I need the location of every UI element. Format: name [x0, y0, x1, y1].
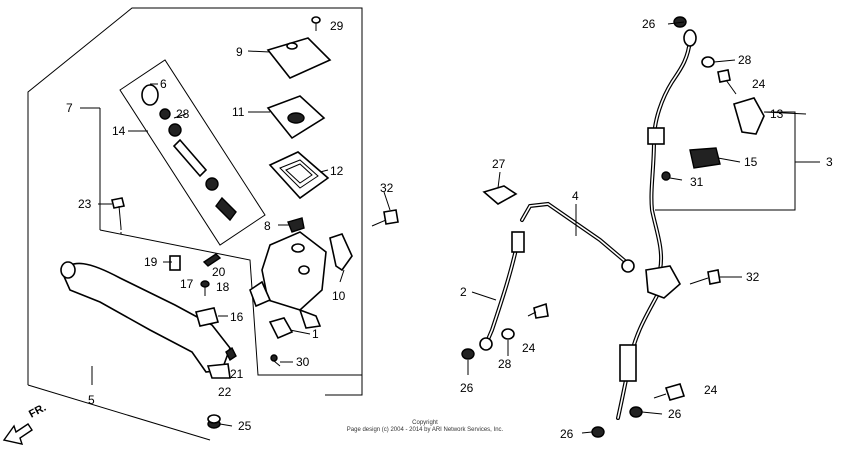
bolt-20 — [202, 253, 222, 267]
label-part-10: 10 — [332, 289, 346, 303]
copyright-line-2: Page design (c) 2004 - 2014 by ARI Netwo… — [346, 427, 504, 433]
label-part-17: 17 — [180, 277, 194, 291]
label-part-15: 15 — [744, 155, 758, 169]
label-part-26-c: 26 — [560, 427, 574, 441]
brake-pipe-4 — [520, 201, 628, 264]
label-part-29: 29 — [330, 19, 344, 33]
label-part-14: 14 — [112, 124, 126, 138]
washer-26-a — [461, 348, 475, 360]
label-part-24-middle: 24 — [522, 341, 536, 355]
hose-2-end — [479, 337, 493, 351]
assembly-frame — [27, 7, 363, 396]
label-part-20: 20 — [212, 265, 226, 279]
label-part-11: 11 — [232, 105, 245, 119]
spring-21 — [225, 346, 237, 362]
bolt-25 — [207, 414, 221, 429]
hose-fitting-13 — [733, 97, 765, 135]
label-part-7: 7 — [66, 101, 73, 115]
master-cylinder-body — [249, 231, 327, 329]
lever-box — [99, 229, 362, 376]
label-part-5: 5 — [88, 393, 95, 407]
label-part-22: 22 — [218, 385, 232, 399]
bolt-24-lower — [653, 383, 686, 401]
label-part-3: 3 — [826, 155, 833, 169]
copyright-line-1: Copyright — [412, 420, 438, 426]
bolt-24-middle — [527, 302, 549, 319]
piston-kit-box — [119, 59, 266, 246]
washer-28-lower — [501, 328, 515, 340]
label-part-4: 4 — [572, 189, 579, 203]
holder-1 — [268, 317, 294, 340]
label-part-32-lower: 32 — [746, 270, 760, 284]
label-part-9: 9 — [236, 45, 243, 59]
front-direction-arrow-icon — [2, 423, 33, 445]
hose-grommet — [647, 127, 665, 145]
hose-2-fitting — [511, 231, 525, 253]
label-part-6: 6 — [160, 77, 167, 91]
label-part-1: 1 — [312, 327, 319, 341]
bolt-24-upper — [717, 69, 737, 95]
label-part-26-top: 26 — [642, 17, 656, 31]
label-part-27: 27 — [492, 157, 506, 171]
label-part-31: 31 — [690, 175, 704, 189]
hose-2 — [484, 238, 520, 346]
assembly-frame-bottom — [27, 384, 211, 441]
hose-top-fitting — [683, 29, 697, 47]
label-part-16: 16 — [230, 310, 244, 324]
label-part-26-b: 26 — [668, 407, 682, 421]
screw-30 — [270, 354, 281, 367]
label-part-30: 30 — [296, 355, 310, 369]
bracket-15 — [689, 147, 721, 169]
lower-hose-sleeve — [619, 344, 637, 382]
label-part-25: 25 — [238, 419, 252, 433]
label-part-13: 13 — [770, 107, 784, 121]
label-part-12: 12 — [330, 164, 344, 178]
bolt-31 — [661, 171, 683, 181]
lever-tip — [60, 261, 76, 279]
label-part-28-right: 28 — [738, 53, 752, 67]
collar-19 — [169, 255, 181, 271]
label-part-26-a: 26 — [460, 381, 474, 395]
label-part-21: 21 — [230, 367, 244, 381]
holder-22 — [206, 363, 231, 379]
clip-27 — [482, 185, 518, 205]
switch-10 — [329, 233, 353, 272]
label-part-19: 19 — [144, 255, 158, 269]
reservoir-plate — [266, 95, 326, 140]
label-part-32-upper: 32 — [380, 181, 394, 195]
washer-28-right — [701, 56, 715, 68]
hose-joint — [645, 265, 682, 299]
reservoir-cap — [266, 37, 332, 79]
label-part-18: 18 — [216, 280, 230, 294]
label-part-24-upper: 24 — [752, 77, 766, 91]
label-part-8: 8 — [264, 219, 271, 233]
screw-29 — [311, 16, 321, 31]
bolt-32-upper — [371, 209, 399, 227]
washer-26-b — [629, 406, 643, 418]
lever-pivot-16 — [194, 307, 220, 327]
pipe-nut — [621, 259, 635, 273]
label-part-2: 2 — [460, 285, 467, 299]
hose-group-bracket — [655, 111, 796, 211]
label-part-23: 23 — [78, 197, 92, 211]
clamp-8 — [287, 217, 305, 233]
piston-kit — [141, 84, 237, 222]
label-part-28: 28 — [176, 107, 190, 121]
nut-18 — [200, 280, 210, 296]
label-part-24-lower: 24 — [704, 383, 718, 397]
leader-lines — [80, 21, 807, 434]
bolt-32-lower — [689, 269, 721, 285]
label-part-28-lower: 28 — [498, 357, 512, 371]
pivot-bolt-23 — [111, 197, 125, 236]
reservoir-diaphragm — [268, 151, 330, 200]
